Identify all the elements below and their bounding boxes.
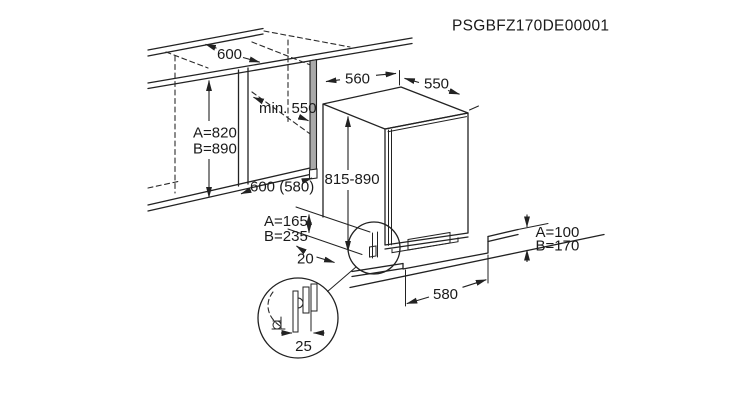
floor-front-edge-top [147, 167, 311, 206]
dim-arrow [252, 96, 265, 105]
dim-door-plinth-gap: 25 [281, 330, 325, 355]
dim-arrow [462, 279, 487, 288]
niche-hidden-top-depth-edge [251, 41, 314, 67]
extension-line [469, 105, 479, 111]
appliance-door-face [384, 112, 469, 246]
appliance-dimensions: 560 550 815-890 A=165 B=235 [264, 70, 479, 268]
dim-label-plinth-clearance-a: A=100 [536, 224, 580, 241]
dim-arrow [301, 177, 313, 184]
foot-glyph-block [369, 245, 377, 258]
dim-label-appliance-height: 815-890 [325, 171, 380, 188]
dim-label-appliance-width: 550 [424, 76, 449, 93]
plinth-top-extension [517, 223, 549, 230]
dim-arrow [325, 77, 341, 84]
foot-bracket [271, 316, 286, 330]
reference-line [295, 206, 371, 233]
dim-arrow [316, 256, 336, 264]
plinth-dimensions: 580 A=100 B=170 [406, 214, 580, 305]
door-swing-dashed-arc [267, 291, 281, 327]
door-bottom-edge [384, 236, 469, 250]
dim-arrow [240, 187, 252, 195]
dim-label-niche-depth: min. 550 [259, 100, 317, 117]
dim-plinth-setback: 20 [296, 245, 336, 268]
counter-back-rail-bottom [147, 33, 264, 57]
dim-arrow [447, 88, 461, 95]
dim-label-niche-height-b: B=890 [193, 141, 237, 158]
dim-recess-height: A=165 B=235 [264, 206, 371, 255]
hidden-floor-back-edge [147, 180, 179, 189]
base-foot-strip [407, 231, 451, 251]
detail-callout: 25 [257, 266, 357, 359]
counter-unit [147, 27, 413, 212]
dim-arrow [204, 43, 217, 51]
plinth-cutout-edges [402, 235, 489, 270]
counter-front-rail-top [147, 37, 413, 84]
part-number: PSGBFZ170DE00001 [452, 18, 609, 35]
dim-label-recess-height-b: B=235 [264, 228, 308, 245]
dim-arrow [296, 245, 307, 255]
dim-plinth-cutout-width: 580 [406, 279, 487, 305]
dim-niche-height: A=820 B=890 [193, 79, 237, 199]
plinth-board [349, 223, 605, 307]
appliance-top-face [322, 86, 469, 130]
door-top-gap-line [387, 116, 467, 133]
dim-label-door-plinth-gap: 25 [295, 338, 312, 355]
foot-roller [272, 320, 282, 330]
dim-plinth-clearance: A=100 B=170 [524, 214, 580, 262]
dim-label-appliance-depth: 560 [345, 71, 370, 88]
niche-right-panel-foot [308, 168, 318, 180]
dim-label-niche-floor-depth: 600 (580) [250, 179, 314, 196]
plinth-right-top-edge [487, 228, 519, 238]
dim-niche-floor-depth: 600 (580) [240, 177, 314, 196]
dim-arrow [297, 113, 310, 122]
hinge-bump [297, 297, 304, 309]
reference-line [287, 228, 363, 255]
plinth-right-top-edge2 [487, 233, 519, 243]
niche-dimensions: 600 min. 550 A=820 B=890 600 (580) [193, 43, 317, 199]
floor-front-edge-bottom [147, 173, 313, 212]
counter-front-rail-bottom [147, 42, 413, 90]
dim-niche-depth: min. 550 [252, 96, 317, 122]
dim-arrow [403, 77, 420, 85]
counter-back-rail-top [147, 27, 264, 51]
detail-circle [257, 277, 339, 359]
dim-label-plinth-setback: 20 [297, 251, 314, 268]
dim-arrow [375, 71, 397, 78]
dim-label-recess-height-a: A=165 [264, 213, 308, 230]
floor-line [349, 233, 605, 289]
dim-label-counter-depth: 600 [217, 46, 242, 63]
dim-appliance-width: 550 [403, 76, 479, 111]
door-edge-section [292, 290, 299, 333]
counter-hidden-left-edge [165, 51, 209, 69]
callout-leader-line [327, 266, 357, 292]
dim-counter-depth: 600 [204, 43, 261, 63]
dim-label-plinth-clearance-b: B=170 [536, 238, 580, 255]
dim-appliance-depth: 560 [325, 70, 400, 88]
plinth-section-front [302, 286, 310, 314]
dim-label-niche-height-a: A=820 [193, 125, 237, 142]
dim-arrow [406, 296, 430, 305]
plinth-left-top-edge [351, 262, 404, 273]
dim-appliance-height: 815-890 [325, 115, 380, 253]
counter-hidden-back-edge [263, 30, 351, 48]
plinth-section-back [310, 283, 318, 312]
plinth-left-top-edge2 [351, 267, 404, 278]
dim-arrow [242, 56, 261, 63]
dim-label-plinth-cutout-width: 580 [433, 286, 458, 303]
